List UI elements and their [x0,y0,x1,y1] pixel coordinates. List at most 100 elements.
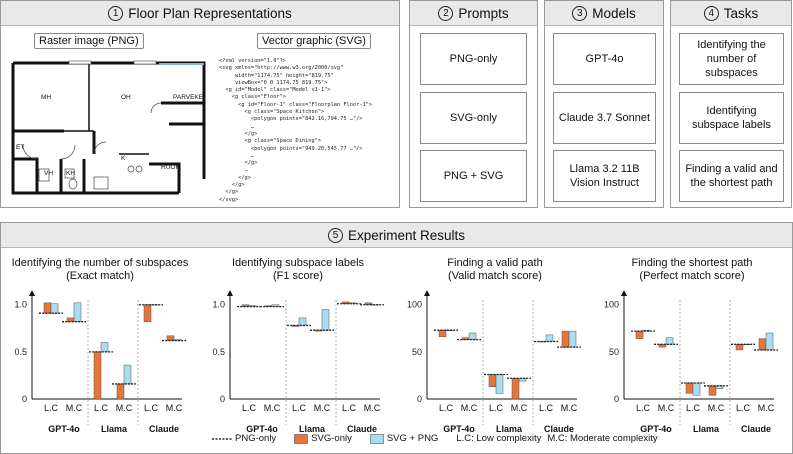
legend-svg: SVG-only [294,433,358,444]
y-tick-label: 100 [407,300,422,310]
prompt-item: PNG + SVG [420,150,527,202]
legend-label: PNG-only [235,433,277,444]
complexity-label: L.C [342,403,357,413]
complexity-label: L.C [686,403,701,413]
bar-svg-only [658,344,667,348]
bar-svg-png [445,329,454,331]
complexity-label: L.C [489,403,504,413]
step-number: 5 [327,227,343,243]
bar-svg-png [100,342,109,353]
model-label: Claude [544,424,574,434]
bar-svg-only [438,329,447,338]
y-tick-label: 50 [609,347,619,357]
model-label: Claude [347,424,377,434]
legend-mc: M.C: Moderate complexity [547,433,658,444]
y-tick-label: 0.5 [212,347,225,357]
prompt-item: SVG-only [420,92,527,144]
y-tick-label: 0.5 [14,347,27,357]
legend-label: SVG-only [311,433,352,444]
complexity-label: M.C [461,403,478,413]
y-axis-arrow [424,290,430,296]
step-number: 3 [572,5,588,21]
bar-svg-png [568,330,577,348]
bar-svg-png [50,303,59,314]
bar-svg-png [742,344,751,346]
model-label: Llama [101,424,128,434]
complexity-label: M.C [758,403,775,413]
bar-svg-png [298,317,307,326]
room-label: K [121,155,126,162]
chart-title: Identifying the number of subspaces (Exa… [11,257,189,282]
bar-svg-only [511,378,520,400]
complexity-label: L.C [636,403,651,413]
complexity-label: L.C [439,403,454,413]
room-label: OH [121,94,131,101]
model-label: Claude [741,424,771,434]
model-label: GPT-4o [443,424,475,434]
svg-swatch-icon [294,433,308,444]
room-label: PARVEKE [173,94,204,101]
bar-svg-png [692,382,701,396]
room-label: ET [16,144,24,151]
task-item: Finding a valid and the shortest path [679,150,784,202]
complexity-label: M.C [561,403,578,413]
bar-svg-png [642,329,651,332]
step-number: 4 [703,5,719,21]
bar-svg-only [708,385,717,396]
legend: PNG-only SVG-only SVG + PNG L.C: Low com… [212,433,664,444]
bar-svg-png [715,385,724,389]
complexity-label: M.C [314,403,331,413]
chart-title: Finding a valid path (Valid match score) [447,257,543,282]
model-label: GPT-4o [640,424,672,434]
step-number: 1 [108,5,124,21]
complexity-label: L.C [539,403,554,413]
y-tick-label: 100 [604,300,619,310]
complexity-label: M.C [264,403,281,413]
bar-svg-png [271,304,280,307]
complexity-label: L.C [144,403,159,413]
chart-title: Identifying subspace labels (F1 score) [231,257,365,282]
raster-label: Raster image (PNG) [34,33,144,49]
panel-title: Experiment Results [347,227,466,243]
bar-svg-png [348,302,357,305]
y-tick-label: 50 [412,347,422,357]
prompt-item: PNG-only [420,33,527,85]
task-item: Identifying subspace labels [679,92,784,144]
bar-svg-only [364,302,373,305]
png-line-icon [212,437,232,440]
bar-svg-only [116,383,125,400]
legend-both: SVG + PNG [370,433,444,444]
complexity-label: M.C [708,403,725,413]
bar-svg-png [321,309,330,331]
bar-svg-png [495,374,504,394]
panel-title: Tasks [723,5,759,21]
y-axis-arrow [227,290,233,296]
complexity-label: L.C [94,403,109,413]
bar-svg-png [248,305,257,307]
room-label: KH [66,170,75,177]
bar-svg-png [150,304,159,306]
panel-title: Floor Plan Representations [128,5,292,21]
bar-svg-png [545,334,554,342]
y-tick-label: 1.0 [212,300,225,310]
complexity-label: M.C [658,403,675,413]
complexity-label: M.C [116,403,133,413]
legend-label: SVG + PNG [386,433,439,444]
bar-svg-only [43,302,52,314]
bar-svg-only [166,335,175,341]
svg-code-snippet: <?xml version="1.0"?> <svg xmlns="http:/… [219,58,373,203]
vector-label: Vector graphic (SVG) [257,33,371,49]
bar-svg-png [765,332,774,351]
panel-title: Models [592,5,636,21]
bar-svg-png [123,364,132,385]
y-tick-label: 0 [22,394,27,404]
y-tick-label: 0 [417,394,422,404]
y-axis-arrow [29,290,35,296]
